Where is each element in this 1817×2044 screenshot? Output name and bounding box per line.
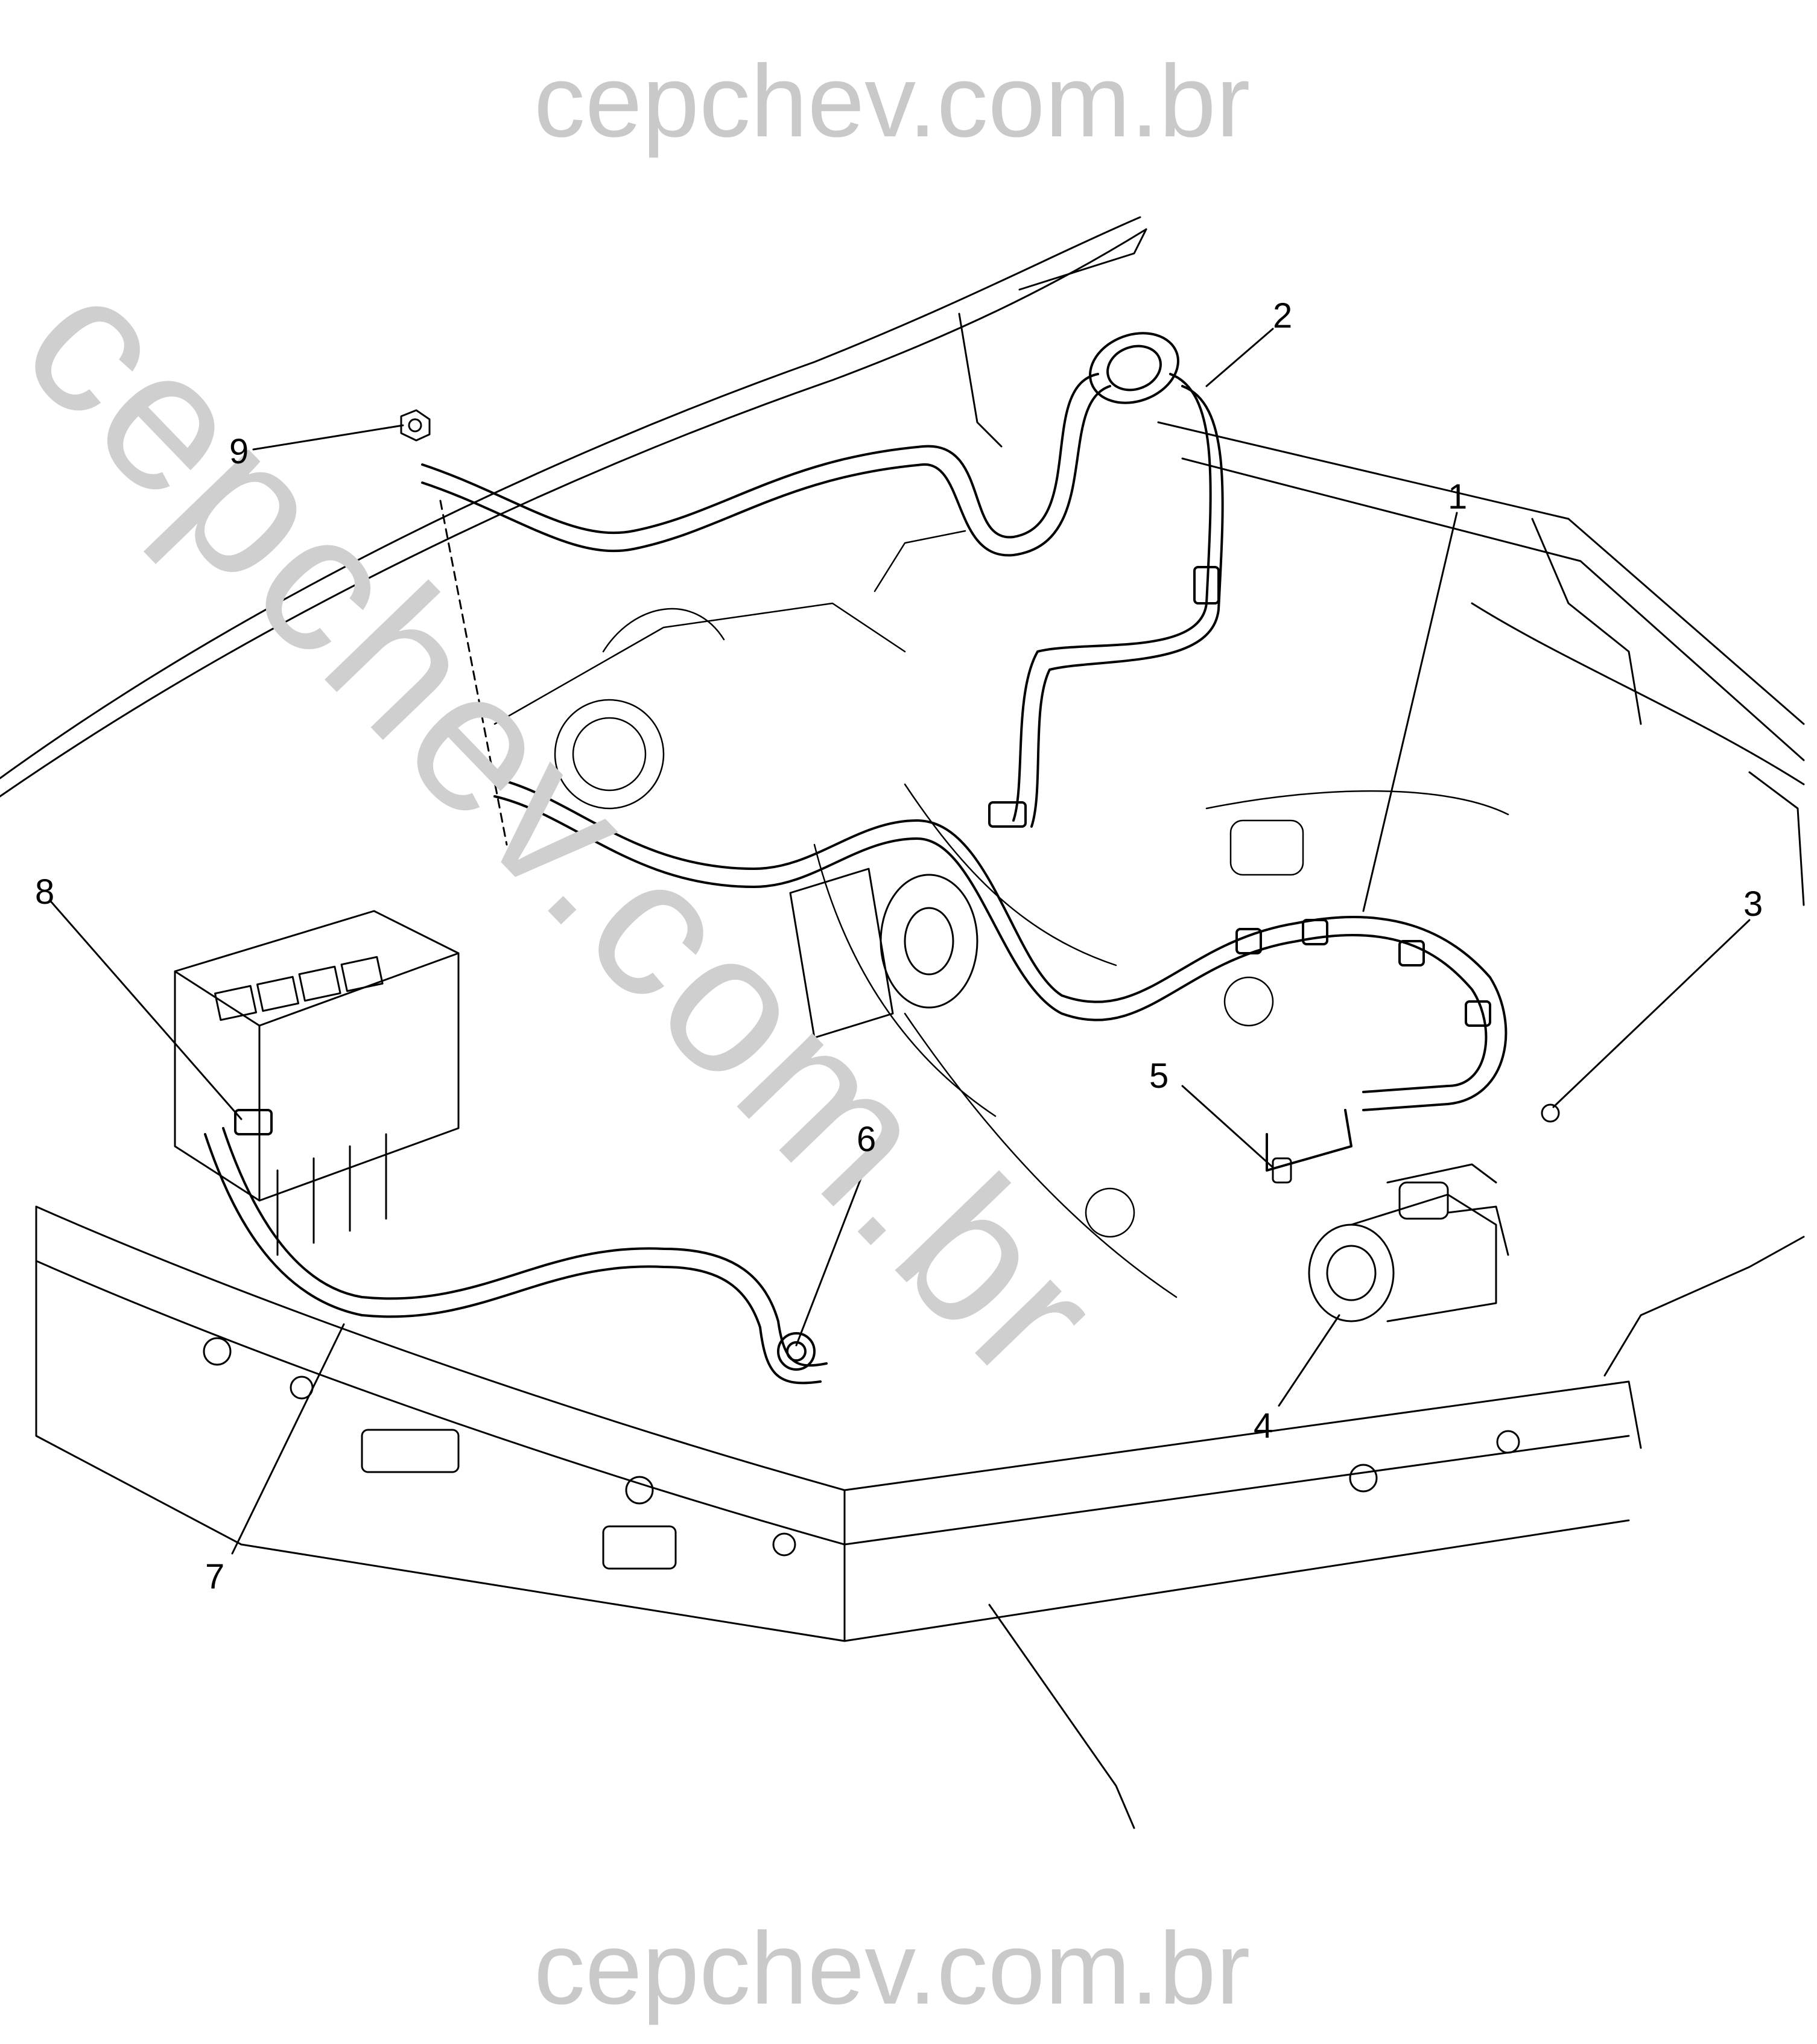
radiator-support xyxy=(35,1205,1805,1829)
starter-motor xyxy=(1308,1163,1509,1322)
fuse-block xyxy=(174,910,460,1256)
callout-1: 1 xyxy=(1448,477,1468,516)
callout-2: 2 xyxy=(1273,296,1293,335)
callout-4: 4 xyxy=(1254,1406,1273,1446)
watermark-top: cepchev.com.br xyxy=(534,44,1251,159)
callout-7: 7 xyxy=(205,1557,225,1596)
callout-5: 5 xyxy=(1149,1056,1169,1096)
callout-9: 9 xyxy=(229,432,249,471)
callout-3: 3 xyxy=(1743,884,1763,924)
harness-7 xyxy=(204,1109,828,1385)
body-outline xyxy=(0,216,1805,906)
harness-2 xyxy=(421,332,1224,828)
brake-module xyxy=(789,868,978,1039)
battery-cable-1 xyxy=(493,777,1508,1172)
watermark-bottom: cepchev.com.br xyxy=(534,1911,1251,2026)
callout-8: 8 xyxy=(35,872,55,912)
fasteners xyxy=(400,409,1560,1184)
leader-lines xyxy=(50,328,1751,1555)
callout-6: 6 xyxy=(857,1120,877,1159)
cowl-structure xyxy=(493,530,1509,1298)
